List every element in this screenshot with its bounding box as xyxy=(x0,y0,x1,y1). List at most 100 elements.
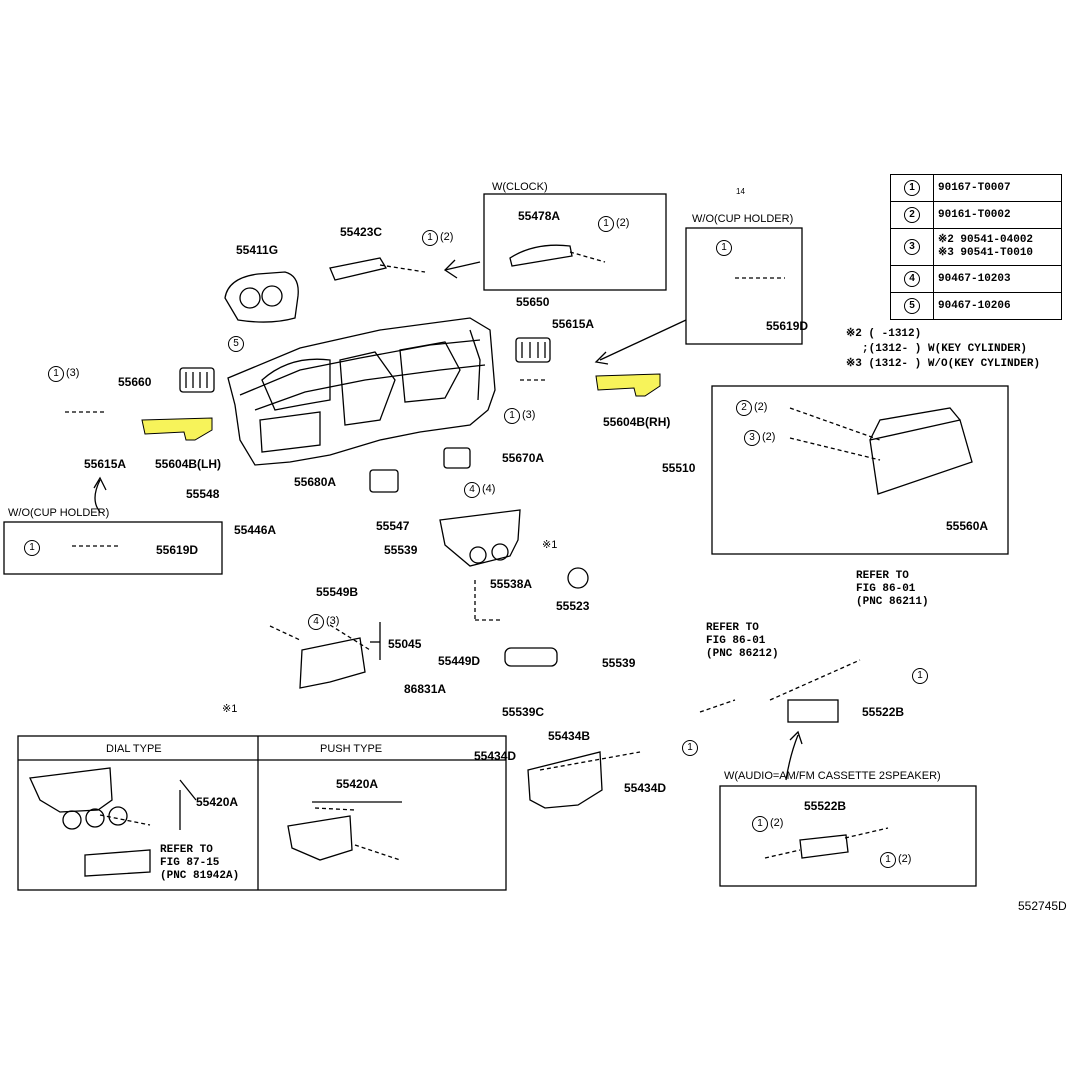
label-55522B-box: 55522B xyxy=(804,799,847,813)
dashboard-outline xyxy=(227,317,496,466)
label-55478A: 55478A xyxy=(518,209,561,223)
callout-1: 1 xyxy=(912,668,928,684)
callout-qty: (3) xyxy=(66,367,80,379)
legend-part-alt: ※3 90541-T0010 xyxy=(938,247,1034,259)
fastener-legend: 1 90167-T0007 2 90161-T0002 3 ※2 90541-0… xyxy=(890,174,1062,320)
label-55538A: 55538A xyxy=(490,577,533,591)
callout-qty: (2) xyxy=(898,853,912,865)
callout-qty: (4) xyxy=(482,483,496,495)
label-55449D: 55449D xyxy=(438,654,481,668)
box-dial-push xyxy=(17,735,507,891)
callout-qty: (3) xyxy=(326,615,340,627)
title-wo-cup-right: W/O(CUP HOLDER) xyxy=(692,213,794,225)
label-55420A-push: 55420A xyxy=(336,777,379,791)
vent-55670A xyxy=(443,447,471,469)
legend-number: 1 xyxy=(904,180,920,196)
callout-4: 4 xyxy=(464,482,480,498)
label-55420A-dial: 55420A xyxy=(196,795,239,809)
callout-1: 1 xyxy=(422,230,438,246)
label-55522B: 55522B xyxy=(862,705,905,719)
label-55619D-left: 55619D xyxy=(156,543,199,557)
callout-qty: (2) xyxy=(762,431,776,443)
box-wo-cup-left xyxy=(3,521,223,575)
label-55539-b: 55539 xyxy=(602,656,636,670)
legend-row: 5 90467-10206 xyxy=(890,292,1062,320)
label-55045: 55045 xyxy=(388,637,422,651)
label-55423C: 55423C xyxy=(340,225,383,239)
label-55615A-top: 55615A xyxy=(552,317,595,331)
box-wo-cup-right xyxy=(685,227,803,345)
callout-1: 1 xyxy=(504,408,520,424)
label-55604B-LH: 55604B(LH) xyxy=(155,457,222,471)
title-push-type: PUSH TYPE xyxy=(320,743,383,755)
label-55680A: 55680A xyxy=(294,475,337,489)
label-55560A: 55560A xyxy=(946,519,989,533)
highlight-55604B-RH xyxy=(595,373,661,397)
legend-part: ※2 90541-04002 xyxy=(938,234,1034,246)
label-55549B: 55549B xyxy=(316,585,359,599)
note-2b: ;(1312- ) W(KEY CYLINDER) xyxy=(862,343,1028,355)
callout-1: 1 xyxy=(682,740,698,756)
box-w-clock xyxy=(483,193,667,291)
callout-1: 1 xyxy=(752,816,768,832)
label-55434D-right: 55434D xyxy=(624,781,667,795)
legend-part: 90467-10206 xyxy=(933,292,1062,320)
label-55434B: 55434B xyxy=(548,729,591,743)
label-55650: 55650 xyxy=(516,295,550,309)
legend-number: 5 xyxy=(904,298,920,314)
callout-qty: (3) xyxy=(522,409,536,421)
legend-part: 90467-10203 xyxy=(933,265,1062,293)
legend-number: 3 xyxy=(904,239,920,255)
box-w-audio xyxy=(719,785,977,887)
label-55510: 55510 xyxy=(662,461,696,475)
vent-55660 xyxy=(179,367,215,393)
label-55446A: 55446A xyxy=(234,523,277,537)
callout-1: 1 xyxy=(716,240,732,256)
title-w-audio: W(AUDIO=AM/FM CASSETTE 2SPEAKER) xyxy=(724,770,941,782)
marker-ref1: ※1 xyxy=(222,703,238,715)
callout-qty: (2) xyxy=(440,231,454,243)
title-wo-cup-left: W/O(CUP HOLDER) xyxy=(8,507,110,519)
label-55615A-left: 55615A xyxy=(84,457,127,471)
marker-ref1b: ※1 xyxy=(542,539,558,551)
callout-1: 1 xyxy=(24,540,40,556)
legend-part: 90167-T0007 xyxy=(933,174,1062,202)
label-55604B-RH: 55604B(RH) xyxy=(603,415,671,429)
legend-number: 4 xyxy=(904,271,920,287)
callout-1: 1 xyxy=(880,852,896,868)
vent-55680A xyxy=(369,469,399,493)
legend-row: 1 90167-T0007 xyxy=(890,174,1062,202)
legend-part: 90161-T0002 xyxy=(933,201,1062,229)
note-3: ※3 (1312- ) W/O(KEY CYLINDER) xyxy=(846,358,1041,370)
legend-row: 3 ※2 90541-04002※3 90541-T0010 xyxy=(890,228,1062,266)
label-55411G: 55411G xyxy=(236,243,279,257)
callout-1: 1 xyxy=(598,216,614,232)
vent-55650 xyxy=(515,337,551,363)
marker-14: 14 xyxy=(736,187,745,196)
legend-row: 4 90467-10203 xyxy=(890,265,1062,293)
label-55670A: 55670A xyxy=(502,451,545,465)
callout-qty: (2) xyxy=(770,817,784,829)
label-55547: 55547 xyxy=(376,519,410,533)
label-55548: 55548 xyxy=(186,487,220,501)
callout-3: 3 xyxy=(744,430,760,446)
label-86831A: 86831A xyxy=(404,682,447,696)
highlight-55604B-LH xyxy=(141,417,213,441)
callout-qty: (2) xyxy=(754,401,768,413)
label-55660: 55660 xyxy=(118,375,152,389)
label-55523: 55523 xyxy=(556,599,590,613)
note-2: ※2 ( -1312) xyxy=(846,328,922,340)
label-55619D-top: 55619D xyxy=(766,319,809,333)
callout-5: 5 xyxy=(228,336,244,352)
box-glovebox xyxy=(711,385,1009,555)
diagram-id: 552745D xyxy=(1018,899,1067,913)
callout-1: 1 xyxy=(48,366,64,382)
callout-qty: (2) xyxy=(616,217,630,229)
legend-row: 2 90161-T0002 xyxy=(890,201,1062,229)
callout-4: 4 xyxy=(308,614,324,630)
gauge-cluster xyxy=(224,271,299,323)
